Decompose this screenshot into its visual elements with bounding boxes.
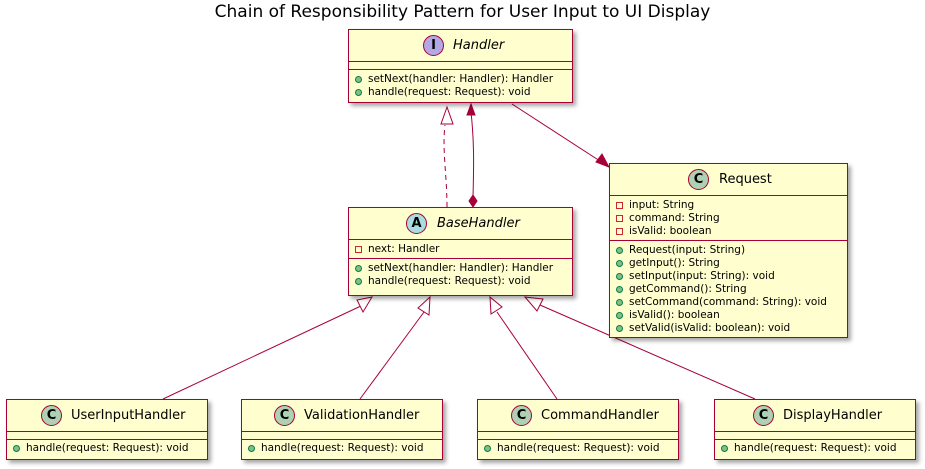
method-row: setValid(isValid: boolean): void [610,322,847,335]
private-visibility-icon [616,228,623,235]
class-displayhandler[interactable]: C DisplayHandler handle(request: Request… [714,399,916,460]
field-row: input: String [610,199,847,212]
public-visibility-icon [355,265,362,272]
generalization-edge-displayhandler [523,296,756,400]
class-userinputhandler[interactable]: C UserInputHandler handle(request: Reque… [6,399,208,460]
public-visibility-icon [484,445,491,452]
method-row: setNext(handler: Handler): Handler [349,262,572,275]
generalization-edge-userinputhandler [162,296,374,400]
field-row: command: String [610,212,847,225]
method-row: handle(request: Request): void [349,86,572,99]
public-visibility-icon [616,247,623,254]
private-visibility-icon [616,202,623,209]
field-row: isValid: boolean [610,225,847,238]
method-row: handle(request: Request): void [715,442,915,455]
generalization-edge-validationhandler [359,295,431,400]
method-row: getCommand(): String [610,283,847,296]
class-basehandler[interactable]: A BaseHandler next: Handler setNext(hand… [348,207,573,296]
method-row: isValid(): boolean [610,309,847,322]
field-row: next: Handler [349,243,572,256]
public-visibility-icon [616,299,623,306]
class-name: UserInputHandler [71,408,186,423]
class-name: Request [719,172,772,187]
method-row: setCommand(command: String): void [610,296,847,309]
method-row: handle(request: Request): void [349,275,572,288]
class-validationhandler[interactable]: C ValidationHandler handle(request: Requ… [241,399,443,460]
method-row: handle(request: Request): void [242,442,442,455]
private-visibility-icon [355,246,362,253]
association-edge-handler-request [511,103,611,168]
class-badge-icon: C [41,405,62,426]
method-row: setNext(handler: Handler): Handler [349,73,572,86]
public-visibility-icon [616,286,623,293]
class-badge-icon: C [274,405,295,426]
class-badge-icon: C [753,405,774,426]
method-row: getInput(): String [610,257,847,270]
abstract-badge-icon: A [406,213,427,234]
class-badge-icon: C [688,169,709,190]
public-visibility-icon [616,273,623,280]
class-commandhandler[interactable]: C CommandHandler handle(request: Request… [477,399,679,460]
public-visibility-icon [616,325,623,332]
class-name: BaseHandler [437,216,520,231]
realization-edge-basehandler-handler [440,105,454,208]
diagram-title: Chain of Responsibility Pattern for User… [214,2,711,22]
class-name: CommandHandler [541,408,660,423]
class-name: ValidationHandler [304,408,420,423]
public-visibility-icon [616,312,623,319]
class-name: DisplayHandler [783,408,883,423]
public-visibility-icon [355,278,362,285]
class-request[interactable]: C Request input: String command: String … [609,163,848,338]
public-visibility-icon [721,445,728,452]
method-row: handle(request: Request): void [478,442,678,455]
method-row: setInput(input: String): void [610,270,847,283]
public-visibility-icon [616,260,623,267]
private-visibility-icon [616,215,623,222]
public-visibility-icon [13,445,20,452]
method-row: handle(request: Request): void [7,442,207,455]
class-badge-icon: C [511,405,532,426]
public-visibility-icon [248,445,255,452]
composition-edge-basehandler-next-handler [466,102,478,208]
public-visibility-icon [355,89,362,96]
method-row: Request(input: String) [610,244,847,257]
class-name: Handler [453,38,505,53]
generalization-edge-commandhandler [489,295,558,400]
class-handler[interactable]: I Handler setNext(handler: Handler): Han… [348,29,573,103]
public-visibility-icon [355,76,362,83]
interface-badge-icon: I [423,35,444,56]
